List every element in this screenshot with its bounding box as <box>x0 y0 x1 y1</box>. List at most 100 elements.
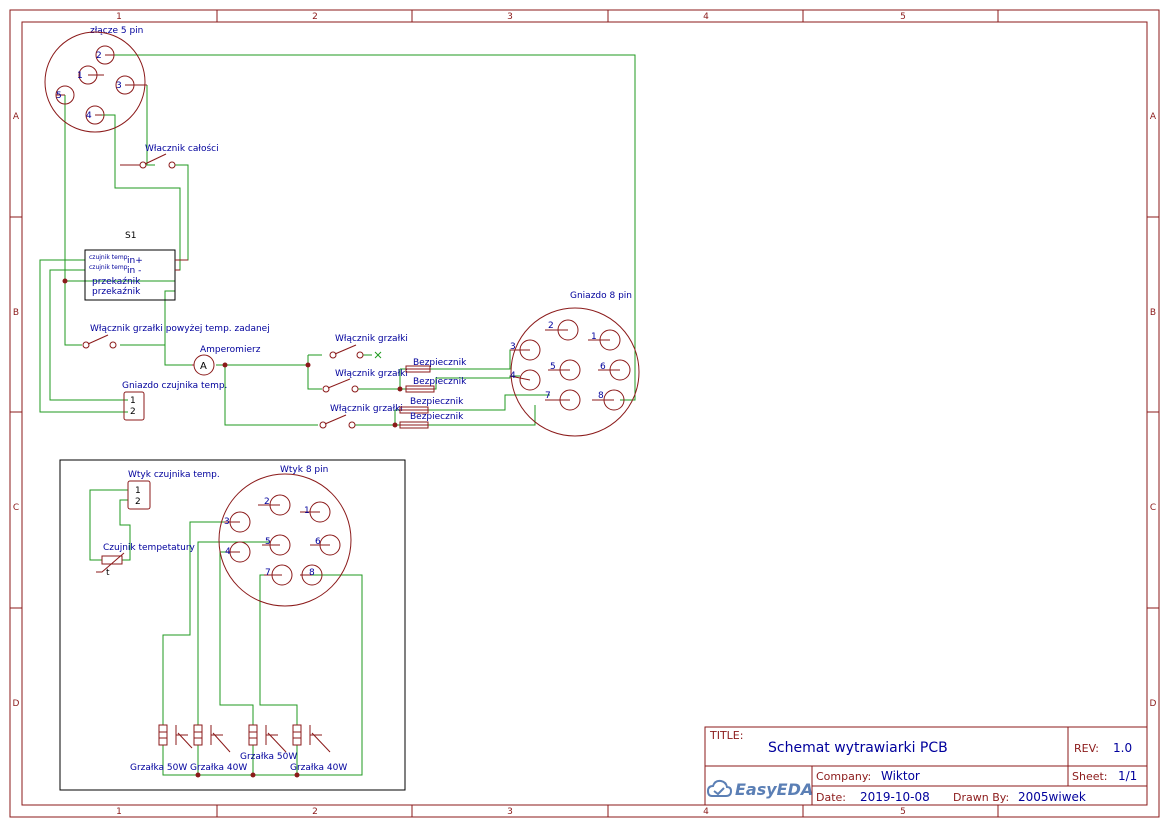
col-label-top-4: 4 <box>703 12 709 22</box>
col-label-bottom-1: 1 <box>116 807 122 817</box>
main-switch: Włacznik całości <box>120 143 219 169</box>
main-switch-label: Włacznik całości <box>145 143 219 154</box>
plug-8pin-label: Wtyk 8 pin <box>280 465 328 475</box>
svg-text:1: 1 <box>304 506 310 516</box>
module-s1-label: S1 <box>125 231 136 241</box>
row-label-left-a: A <box>13 112 20 122</box>
heater-switch-2: Włącznik grzałki <box>322 369 408 393</box>
temperature-sensor-label: Czujnik tempetatury <box>103 543 196 553</box>
svg-text:5: 5 <box>265 537 271 547</box>
module-s1: S1 czujnik temp in+ czujnik temp in - pr… <box>62 231 188 301</box>
row-label-right-b: B <box>1150 308 1156 318</box>
col-label-bottom-5: 5 <box>900 807 906 817</box>
connector-5pin: złącze 5 pin 2 1 3 5 4 <box>44 26 147 133</box>
svg-text:2: 2 <box>548 321 554 331</box>
socket-8pin-pin-1: 1 <box>588 329 621 351</box>
plug-8pin: Wtyk 8 pin 2 1 3 5 6 4 7 8 <box>218 465 352 607</box>
connector-5pin-pin-5: 5 <box>55 85 75 105</box>
row-label-right-c: C <box>1150 503 1156 513</box>
socket-8pin: Gniazdo 8 pin 2 1 3 5 6 4 7 8 <box>509 291 640 437</box>
plug-8pin-pin-3: 3 <box>224 511 251 533</box>
connector-5pin-pin-3: 3 <box>115 75 147 95</box>
svg-text:2: 2 <box>264 497 270 507</box>
ammeter-label: Amperomierz <box>200 345 261 355</box>
heater-3: Grzałka 50W <box>240 724 297 762</box>
heater-4: Grzałka 40W <box>290 724 347 773</box>
sensor-plug-label: Wtyk czujnika temp. <box>128 470 220 480</box>
cloud-icon <box>706 779 733 797</box>
fuse-4: Bezpiecznik <box>399 412 464 429</box>
svg-text:4: 4 <box>510 371 516 381</box>
s1-pin-big-2: in - <box>127 266 141 276</box>
heater-1-label: Grzałka 50W <box>130 763 187 773</box>
drawing-frame: 1 2 3 4 5 1 2 3 4 5 A B C D A B C D <box>9 9 1160 818</box>
svg-text:4: 4 <box>225 547 231 557</box>
socket-8pin-pin-4: 4 <box>509 369 541 391</box>
plug-8pin-pin-4: 4 <box>225 541 251 563</box>
date-value: 2019-10-08 <box>860 790 930 804</box>
socket-8pin-pin-8: 8 <box>592 389 625 411</box>
connector-5pin-pin-1: 1 <box>77 65 104 85</box>
easyeda-logo: EasyEDA <box>706 779 813 799</box>
plug-8pin-pin-8: 8 <box>300 564 323 586</box>
row-label-left-c: C <box>13 503 19 513</box>
svg-text:2: 2 <box>96 51 102 61</box>
col-label-bottom-2: 2 <box>312 807 318 817</box>
row-label-left-d: D <box>13 699 20 709</box>
rev-value: 1.0 <box>1113 741 1132 755</box>
fuse-1-label: Bezpiecznik <box>413 358 467 368</box>
sheet-value: 1/1 <box>1118 769 1137 783</box>
svg-text:3: 3 <box>510 342 516 352</box>
drawn-by-key: Drawn By: <box>953 791 1009 804</box>
socket-8pin-pin-2: 2 <box>545 319 579 341</box>
socket-8pin-pin-5: 5 <box>548 359 581 381</box>
fuse-4-label: Bezpiecznik <box>410 412 464 422</box>
plug-8pin-pin-6: 6 <box>310 534 341 556</box>
drawn-by-value: 2005wiwek <box>1018 790 1086 804</box>
socket-8pin-label: Gniazdo 8 pin <box>570 291 632 301</box>
svg-text:3: 3 <box>116 81 122 91</box>
svg-text:8: 8 <box>598 391 604 401</box>
svg-text:3: 3 <box>224 517 230 527</box>
heater-over-temp-switch: Włącznik grzałki powyżej temp. zadanej <box>82 324 270 349</box>
plug-8pin-pin-1: 1 <box>300 501 331 523</box>
fuse-2: Bezpiecznik <box>405 377 467 393</box>
svg-text:7: 7 <box>545 391 551 401</box>
s1-pin-big-4: przekaźnik <box>92 287 141 297</box>
heater-module-block <box>59 459 406 791</box>
sensor-socket: Gniazdo czujnika temp. 1 2 <box>122 381 227 421</box>
socket-8pin-pin-7: 7 <box>545 389 581 411</box>
fuse-3: Bezpiecznik <box>399 397 464 414</box>
col-label-top-3: 3 <box>507 12 513 22</box>
sensor-socket-label: Gniazdo czujnika temp. <box>122 381 227 391</box>
lower-wires <box>89 489 363 776</box>
easyeda-logo-text: EasyEDA <box>735 780 813 799</box>
col-label-bottom-4: 4 <box>703 807 709 817</box>
svg-text:2: 2 <box>135 497 141 507</box>
svg-text:2: 2 <box>130 407 136 417</box>
title-value: Schemat wytrawiarki PCB <box>768 740 948 756</box>
socket-8pin-pin-3: 3 <box>510 339 541 361</box>
svg-text:5: 5 <box>56 91 62 101</box>
col-label-top-5: 5 <box>900 12 906 22</box>
plug-8pin-pin-5: 5 <box>262 534 291 556</box>
sheet-key: Sheet: <box>1072 770 1108 783</box>
company-key: Company: <box>816 770 871 783</box>
s1-pin-small-1: czujnik temp <box>89 254 128 261</box>
row-label-right-d: D <box>1150 699 1157 709</box>
heater-2: Grzałka 40W <box>190 724 247 773</box>
heater-4-label: Grzałka 40W <box>290 763 347 773</box>
svg-text:1: 1 <box>135 486 141 496</box>
ammeter: Amperomierz A <box>192 345 311 376</box>
connector-5pin-label: złącze 5 pin <box>90 26 143 36</box>
row-label-right-a: A <box>1150 112 1157 122</box>
temperature-sensor: Czujnik tempetatury t <box>96 543 196 578</box>
svg-text:4: 4 <box>86 111 92 121</box>
svg-text:6: 6 <box>600 362 606 372</box>
svg-text:1: 1 <box>77 71 83 81</box>
fuse-2-label: Bezpiecznik <box>413 377 467 387</box>
svg-text:5: 5 <box>550 362 556 372</box>
col-label-bottom-3: 3 <box>507 807 513 817</box>
heater-1: Grzałka 50W <box>130 724 193 773</box>
